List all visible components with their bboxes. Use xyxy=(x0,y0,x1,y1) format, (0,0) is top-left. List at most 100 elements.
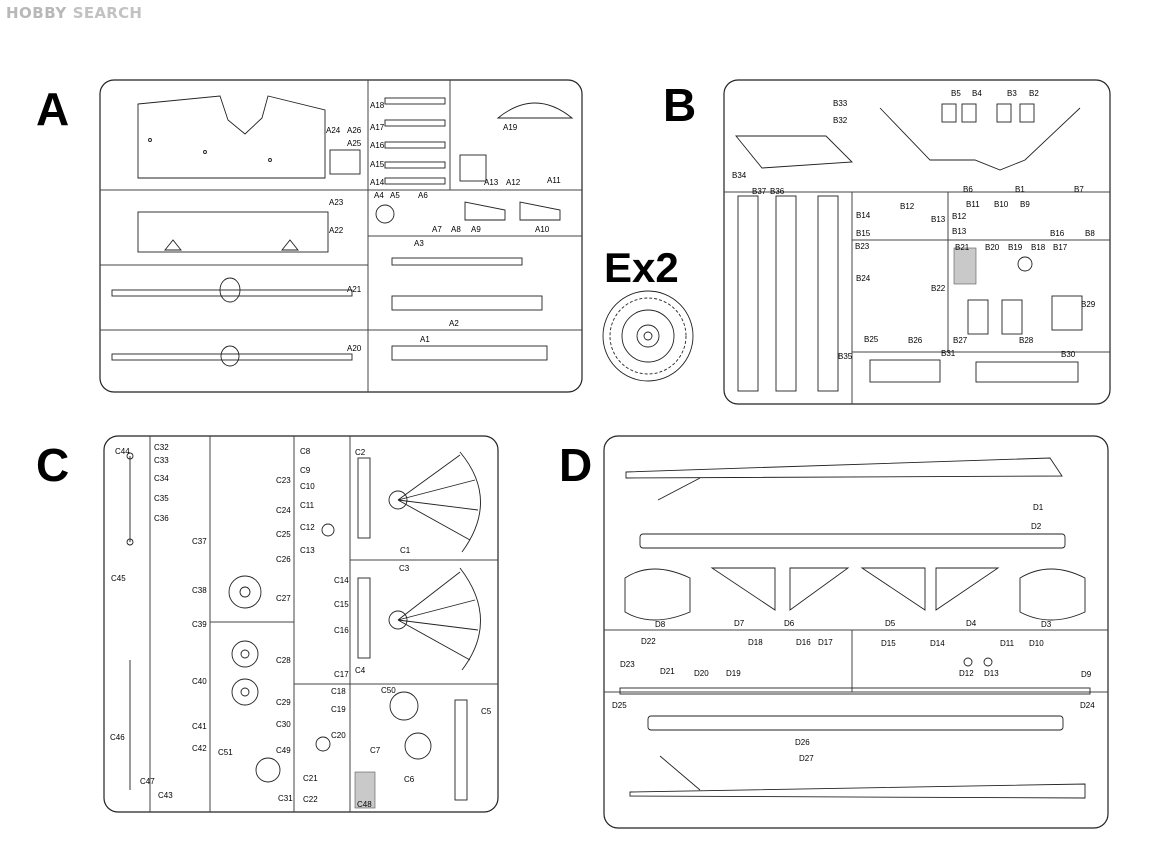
label-b12b: B12 xyxy=(952,212,967,221)
label-b26: B26 xyxy=(908,336,923,345)
label-a11: A11 xyxy=(547,176,561,185)
label-c1: C1 xyxy=(400,546,411,555)
label-d15: D15 xyxy=(881,639,896,648)
label-c40: C40 xyxy=(192,677,207,686)
sprue-c-labels: C44 C32 C33 C34 C35 C36 C37 C45 C38 C39 … xyxy=(110,443,492,809)
label-b37: B37 xyxy=(752,187,767,196)
label-d4: D4 xyxy=(966,619,977,628)
label-a12: A12 xyxy=(506,178,521,187)
label-d3: D3 xyxy=(1041,620,1052,629)
label-d5: D5 xyxy=(885,619,896,628)
label-d16: D16 xyxy=(796,638,811,647)
label-c14: C14 xyxy=(334,576,349,585)
label-b20: B20 xyxy=(985,243,1000,252)
label-c26: C26 xyxy=(276,555,291,564)
sprue-letter-c: C xyxy=(36,439,70,491)
label-b23: B23 xyxy=(855,242,870,251)
label-a14: A14 xyxy=(370,178,385,187)
sprue-c-frame xyxy=(103,435,499,813)
label-b14: B14 xyxy=(856,211,871,220)
label-b4: B4 xyxy=(972,89,982,98)
label-b34: B34 xyxy=(732,171,747,180)
label-c24: C24 xyxy=(276,506,291,515)
label-c6: C6 xyxy=(404,775,415,784)
sprue-letter-a: A xyxy=(36,83,70,135)
label-a5: A5 xyxy=(390,191,400,200)
label-d20: D20 xyxy=(694,669,709,678)
label-d2: D2 xyxy=(1031,522,1042,531)
label-c32: C32 xyxy=(154,443,169,452)
label-c42: C42 xyxy=(192,744,207,753)
label-b28: B28 xyxy=(1019,336,1034,345)
label-c48: C48 xyxy=(357,800,372,809)
label-c29: C29 xyxy=(276,698,291,707)
label-d7: D7 xyxy=(734,619,745,628)
label-a10: A10 xyxy=(535,225,550,234)
label-b21: B21 xyxy=(955,243,970,252)
label-b19: B19 xyxy=(1008,243,1023,252)
label-d18: D18 xyxy=(748,638,763,647)
label-c12: C12 xyxy=(300,523,315,532)
label-c46: C46 xyxy=(110,733,125,742)
label-a23: A23 xyxy=(329,198,344,207)
sprue-b-parts xyxy=(735,103,1083,392)
label-d19: D19 xyxy=(726,669,741,678)
label-c19: C19 xyxy=(331,705,346,714)
label-c5: C5 xyxy=(481,707,492,716)
label-a3: A3 xyxy=(414,239,424,248)
label-d21: D21 xyxy=(660,667,675,676)
label-d27: D27 xyxy=(799,754,814,763)
label-b9: B9 xyxy=(1020,200,1030,209)
label-c51: C51 xyxy=(218,748,233,757)
label-b35: B35 xyxy=(838,352,853,361)
label-a1: A1 xyxy=(420,335,430,344)
label-a26: A26 xyxy=(347,126,362,135)
label-b32: B32 xyxy=(833,116,848,125)
sprue-d-frame xyxy=(603,435,1109,829)
label-b1: B1 xyxy=(1015,185,1025,194)
label-a4: A4 xyxy=(374,191,384,200)
sprue-b-frame xyxy=(723,79,1111,405)
label-a15: A15 xyxy=(370,160,385,169)
label-a22: A22 xyxy=(329,226,344,235)
label-c43: C43 xyxy=(158,791,173,800)
label-c28: C28 xyxy=(276,656,291,665)
label-c30: C30 xyxy=(276,720,291,729)
label-d25: D25 xyxy=(612,701,627,710)
label-d9: D9 xyxy=(1081,670,1092,679)
wheel-part xyxy=(602,290,694,382)
label-b33: B33 xyxy=(833,99,848,108)
label-c22: C22 xyxy=(303,795,318,804)
label-b16: B16 xyxy=(1050,229,1065,238)
label-c33: C33 xyxy=(154,456,169,465)
label-c44: C44 xyxy=(115,447,130,456)
label-a2: A2 xyxy=(449,319,459,328)
sprue-letter-b: B xyxy=(663,79,697,131)
label-c7: C7 xyxy=(370,746,381,755)
label-b36: B36 xyxy=(770,187,785,196)
label-c41: C41 xyxy=(192,722,207,731)
label-c18: C18 xyxy=(331,687,346,696)
label-c21: C21 xyxy=(303,774,318,783)
label-c49: C49 xyxy=(276,746,291,755)
label-b31: B31 xyxy=(941,349,956,358)
label-c10: C10 xyxy=(300,482,315,491)
label-a25: A25 xyxy=(347,139,362,148)
label-c11: C11 xyxy=(300,501,315,510)
label-c25: C25 xyxy=(276,530,291,539)
label-b25: B25 xyxy=(864,335,879,344)
watermark-logo: HOBBY xyxy=(6,4,67,22)
label-c35: C35 xyxy=(154,494,169,503)
label-a20: A20 xyxy=(347,344,362,353)
label-a13: A13 xyxy=(484,178,499,187)
watermark-text: SEARCH xyxy=(72,4,143,22)
label-b3: B3 xyxy=(1007,89,1017,98)
sprue-a-parts xyxy=(111,95,574,367)
sprue-d-labels: D1 D2 D8 D7 D6 D5 D4 D3 D22 D23 D21 D20 … xyxy=(612,503,1095,763)
label-c34: C34 xyxy=(154,474,169,483)
label-a19: A19 xyxy=(503,123,518,132)
label-d10: D10 xyxy=(1029,639,1044,648)
label-d24: D24 xyxy=(1080,701,1095,710)
label-a9: A9 xyxy=(471,225,481,234)
